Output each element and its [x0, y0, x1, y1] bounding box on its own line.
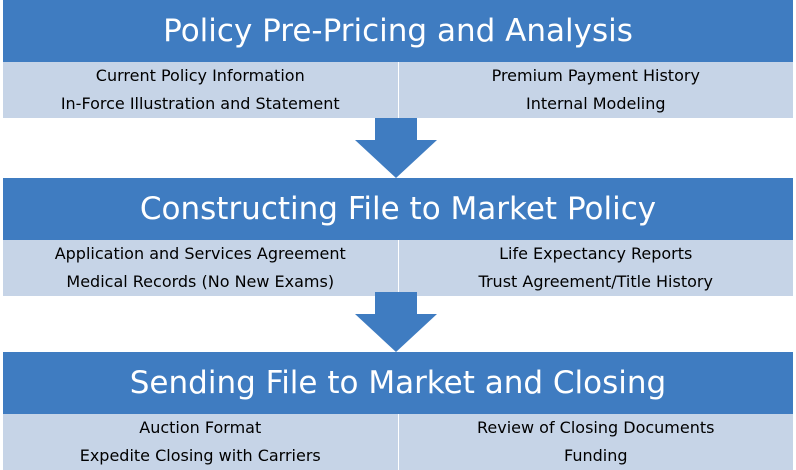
process-flow-diagram: Policy Pre-Pricing and Analysis Current … [3, 0, 793, 470]
detail-item: Medical Records (No New Exams) [66, 272, 335, 291]
stage-sending-file-closing: Sending File to Market and Closing Aucti… [3, 352, 793, 470]
detail-item: In-Force Illustration and Statement [60, 94, 340, 113]
stage-header: Sending File to Market and Closing [3, 352, 793, 414]
details-right-column: Life Expectancy Reports Trust Agreement/… [397, 240, 794, 296]
detail-item: Trust Agreement/Title History [478, 272, 713, 291]
down-arrow-icon [355, 292, 437, 352]
detail-item: Life Expectancy Reports [499, 244, 693, 263]
detail-item: Premium Payment History [491, 66, 700, 85]
details-right-column: Premium Payment History Internal Modelin… [397, 62, 794, 118]
stage-header: Policy Pre-Pricing and Analysis [3, 0, 793, 62]
detail-item: Auction Format [139, 418, 262, 437]
detail-item: Internal Modeling [525, 94, 666, 113]
stage-details: Auction Format Expedite Closing with Car… [3, 414, 793, 470]
detail-item: Application and Services Agreement [54, 244, 346, 263]
stage-details: Current Policy Information In-Force Illu… [3, 62, 793, 118]
detail-item: Current Policy Information [95, 66, 305, 85]
down-arrow-icon [355, 118, 437, 178]
details-left-column: Current Policy Information In-Force Illu… [3, 62, 398, 118]
detail-item: Funding [563, 446, 628, 465]
detail-item: Expedite Closing with Carriers [79, 446, 321, 465]
stage-constructing-file: Constructing File to Market Policy Appli… [3, 178, 793, 296]
stage-policy-pre-pricing: Policy Pre-Pricing and Analysis Current … [3, 0, 793, 118]
stage-details: Application and Services Agreement Medic… [3, 240, 793, 296]
details-left-column: Auction Format Expedite Closing with Car… [3, 414, 398, 470]
details-right-column: Review of Closing Documents Funding [397, 414, 794, 470]
stage-header: Constructing File to Market Policy [3, 178, 793, 240]
detail-item: Review of Closing Documents [477, 418, 715, 437]
details-left-column: Application and Services Agreement Medic… [3, 240, 398, 296]
